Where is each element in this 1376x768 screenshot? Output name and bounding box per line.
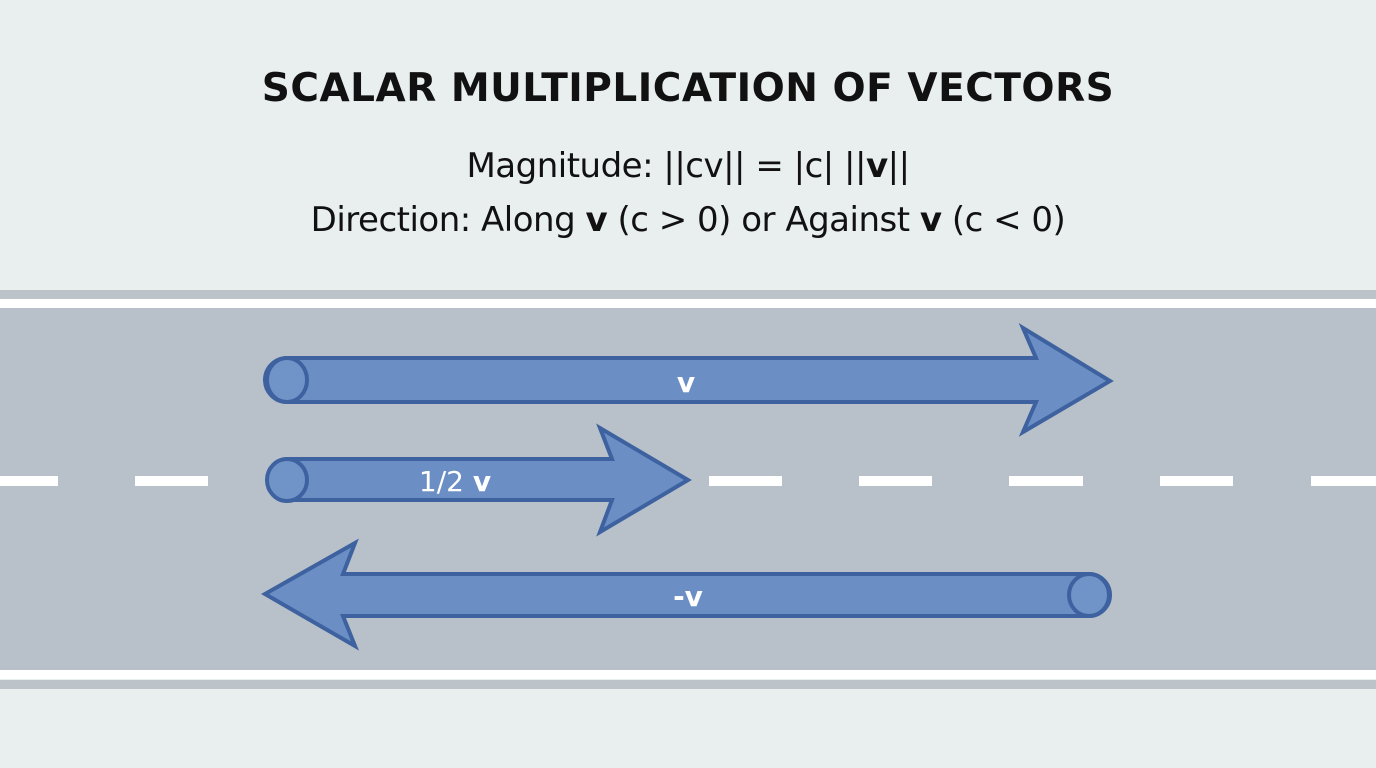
- magnitude-label: Magnitude:: [466, 146, 654, 186]
- center-lane-dashes: [0, 476, 1376, 486]
- direction-end: (c < 0): [951, 200, 1066, 240]
- arrow-neg-v-label: -v: [673, 580, 703, 613]
- direction-rule: Direction: Along v (c > 0) or Against v …: [0, 200, 1376, 240]
- road-bottom-edge-line: [0, 670, 1376, 679]
- direction-vector-v2: v: [919, 200, 942, 240]
- direction-middle: (c > 0) or Against: [617, 200, 910, 240]
- magnitude-expression: ||cv|| = |c| ||: [663, 146, 866, 186]
- road-top-edge-line: [0, 299, 1376, 308]
- magnitude-vector-v: v: [865, 146, 888, 186]
- arrow-neg-v: -v: [260, 538, 1112, 651]
- arrow-half-v-label: 1/2 v: [419, 465, 491, 498]
- arrow-v-label: v: [677, 366, 695, 399]
- arrow-v: v: [263, 323, 1114, 437]
- road-top-curb: [0, 290, 1376, 299]
- magnitude-formula: Magnitude: ||cv|| = |c| ||v||: [0, 146, 1376, 186]
- direction-vector-v1: v: [585, 200, 608, 240]
- diagram-title: SCALAR MULTIPLICATION OF VECTORS: [261, 66, 1115, 111]
- arrow-half-v: 1/2 v: [265, 423, 692, 537]
- road-bottom-curb: [0, 680, 1376, 689]
- direction-label: Direction: Along: [310, 200, 576, 240]
- magnitude-expression-end: ||: [887, 146, 910, 186]
